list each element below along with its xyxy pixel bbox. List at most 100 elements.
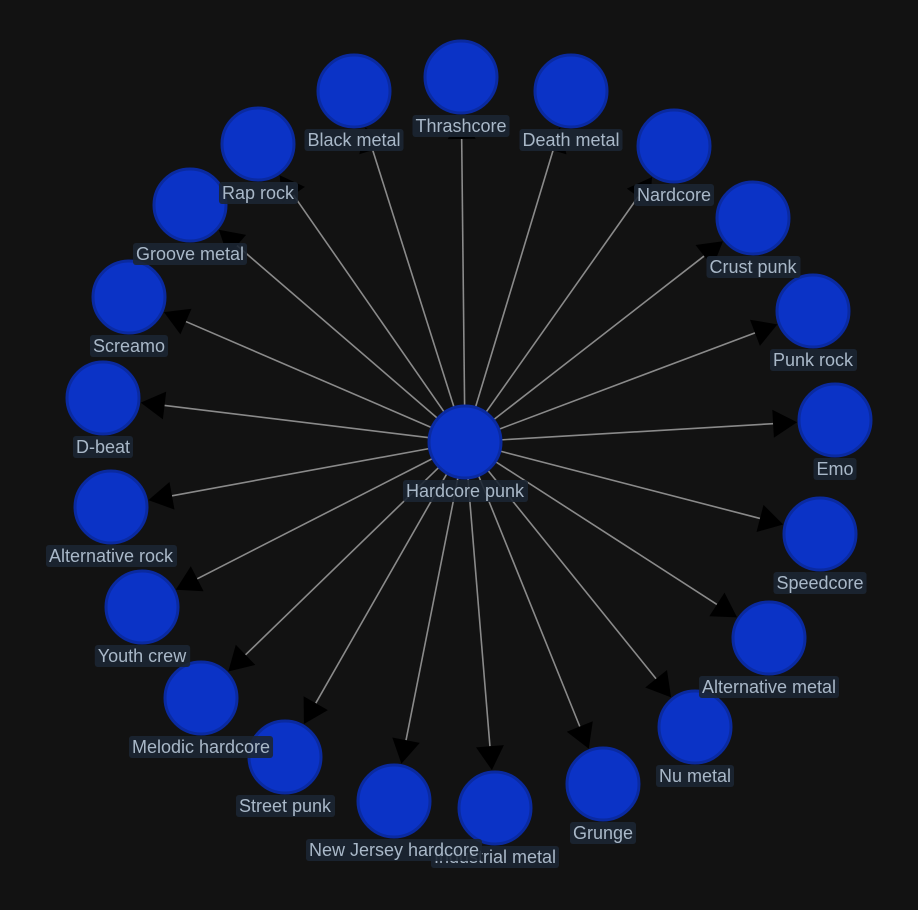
node-label-bg-speedcore xyxy=(773,572,867,594)
node-speedcore[interactable] xyxy=(782,496,858,572)
node-d-beat[interactable] xyxy=(65,360,141,436)
arrowhead-melodic-hardcore xyxy=(228,644,256,672)
edge-hardcore-punk-to-alternative-metal xyxy=(494,460,718,606)
node-label-bg-alternative-metal xyxy=(698,676,840,698)
arrowhead-industrial-metal xyxy=(476,745,504,771)
edge-hardcore-punk-to-punk-rock xyxy=(498,332,756,431)
node-alternative-rock[interactable] xyxy=(73,469,149,545)
node-label-bg-new-jersey-hardcore xyxy=(305,839,483,861)
node-label-grunge: Grunge xyxy=(573,823,633,843)
arrowhead-punk-rock xyxy=(750,319,778,346)
node-label-melodic-hardcore: Melodic hardcore xyxy=(132,737,270,757)
arrowhead-d-beat xyxy=(140,391,167,420)
node-label-bg-groove-metal xyxy=(132,243,248,265)
node-label-alternative-rock: Alternative rock xyxy=(49,546,174,566)
node-label-bg-hardcore-punk xyxy=(402,480,529,502)
node-grunge[interactable] xyxy=(565,746,641,822)
node-melodic-hardcore[interactable] xyxy=(163,660,239,736)
edge-hardcore-punk-to-alternative-rock xyxy=(171,447,430,497)
edge-hardcore-punk-to-emo xyxy=(500,422,774,441)
node-label-hardcore-punk: Hardcore punk xyxy=(406,481,525,501)
node-label-bg-melodic-hardcore xyxy=(128,736,274,758)
node-label-black-metal: Black metal xyxy=(307,130,400,150)
edge-hardcore-punk-to-death-metal xyxy=(474,150,554,408)
node-industrial-metal[interactable] xyxy=(457,770,533,846)
node-label-bg-d-beat xyxy=(72,436,134,458)
node-label-punk-rock: Punk rock xyxy=(773,350,854,370)
edge-hardcore-punk-to-screamo xyxy=(185,320,433,429)
node-label-rap-rock: Rap rock xyxy=(222,183,295,203)
node-label-speedcore: Speedcore xyxy=(776,573,863,593)
node-label-bg-thrashcore xyxy=(412,115,510,137)
node-label-alternative-metal: Alternative metal xyxy=(702,677,836,697)
node-label-death-metal: Death metal xyxy=(522,130,619,150)
node-punk-rock[interactable] xyxy=(775,273,851,349)
node-nardcore[interactable] xyxy=(636,108,712,184)
node-label-screamo: Screamo xyxy=(93,336,165,356)
node-label-bg-black-metal xyxy=(304,129,404,151)
node-thrashcore[interactable] xyxy=(423,39,499,115)
edge-hardcore-punk-to-groove-metal xyxy=(236,244,439,420)
node-label-groove-metal: Groove metal xyxy=(136,244,244,264)
node-label-bg-rap-rock xyxy=(218,182,299,204)
edge-hardcore-punk-to-industrial-metal xyxy=(467,477,491,747)
arrowhead-grunge xyxy=(566,721,593,749)
node-label-bg-death-metal xyxy=(519,129,623,151)
node-label-new-jersey-hardcore: New Jersey hardcore xyxy=(309,840,479,860)
arrowhead-new-jersey-hardcore xyxy=(392,737,420,764)
arrowhead-alternative-metal xyxy=(709,592,738,618)
edge-hardcore-punk-to-new-jersey-hardcore xyxy=(405,477,459,741)
node-label-bg-grunge xyxy=(569,822,637,844)
edge-hardcore-punk-to-nardcore xyxy=(485,196,639,414)
arrowhead-alternative-rock xyxy=(148,482,175,510)
edge-hardcore-punk-to-black-metal xyxy=(371,149,455,408)
node-label-bg-youth-crew xyxy=(94,645,191,667)
node-emo[interactable] xyxy=(797,382,873,458)
node-hardcore-punk[interactable] xyxy=(427,404,503,480)
edge-hardcore-punk-to-grunge xyxy=(477,475,581,727)
node-label-bg-alternative-rock xyxy=(45,545,178,567)
node-label-nardcore: Nardcore xyxy=(637,185,711,205)
node-label-street-punk: Street punk xyxy=(239,796,332,816)
arrowhead-emo xyxy=(772,409,798,438)
arrowhead-street-punk xyxy=(303,696,328,724)
node-new-jersey-hardcore[interactable] xyxy=(356,763,432,839)
node-label-nu-metal: Nu metal xyxy=(659,766,731,786)
edge-hardcore-punk-to-thrashcore xyxy=(460,138,466,407)
arrowhead-youth-crew xyxy=(175,566,204,592)
edge-hardcore-punk-to-crust-punk xyxy=(492,255,705,421)
node-alternative-metal[interactable] xyxy=(731,600,807,676)
node-death-metal[interactable] xyxy=(533,53,609,129)
node-label-bg-emo xyxy=(813,458,857,480)
node-black-metal[interactable] xyxy=(316,53,392,129)
node-rap-rock[interactable] xyxy=(220,106,296,182)
edge-hardcore-punk-to-speedcore xyxy=(499,450,761,520)
arrowhead-nu-metal xyxy=(645,670,672,698)
node-nu-metal[interactable] xyxy=(657,689,733,765)
node-label-d-beat: D-beat xyxy=(76,437,130,457)
arrowhead-crust-punk xyxy=(695,241,723,268)
node-label-thrashcore: Thrashcore xyxy=(415,116,506,136)
node-label-bg-crust-punk xyxy=(706,256,801,278)
edge-hardcore-punk-to-street-punk xyxy=(315,472,448,704)
node-label-youth-crew: Youth crew xyxy=(98,646,187,666)
arrowhead-speedcore xyxy=(756,504,784,532)
node-label-bg-street-punk xyxy=(235,795,336,817)
node-label-bg-punk-rock xyxy=(769,349,858,371)
edge-hardcore-punk-to-youth-crew xyxy=(196,457,434,580)
node-youth-crew[interactable] xyxy=(104,569,180,645)
edge-hardcore-punk-to-rap-rock xyxy=(292,194,446,413)
node-label-bg-screamo xyxy=(89,335,169,357)
node-label-crust-punk: Crust punk xyxy=(709,257,797,277)
edge-hardcore-punk-to-nu-metal xyxy=(486,469,657,680)
edge-hardcore-punk-to-d-beat xyxy=(164,404,430,439)
node-label-emo: Emo xyxy=(816,459,853,479)
node-screamo[interactable] xyxy=(91,259,167,335)
node-crust-punk[interactable] xyxy=(715,180,791,256)
node-label-bg-nu-metal xyxy=(655,765,735,787)
arrowhead-screamo xyxy=(163,308,192,335)
node-groove-metal[interactable] xyxy=(152,167,228,243)
node-label-bg-nardcore xyxy=(633,184,715,206)
